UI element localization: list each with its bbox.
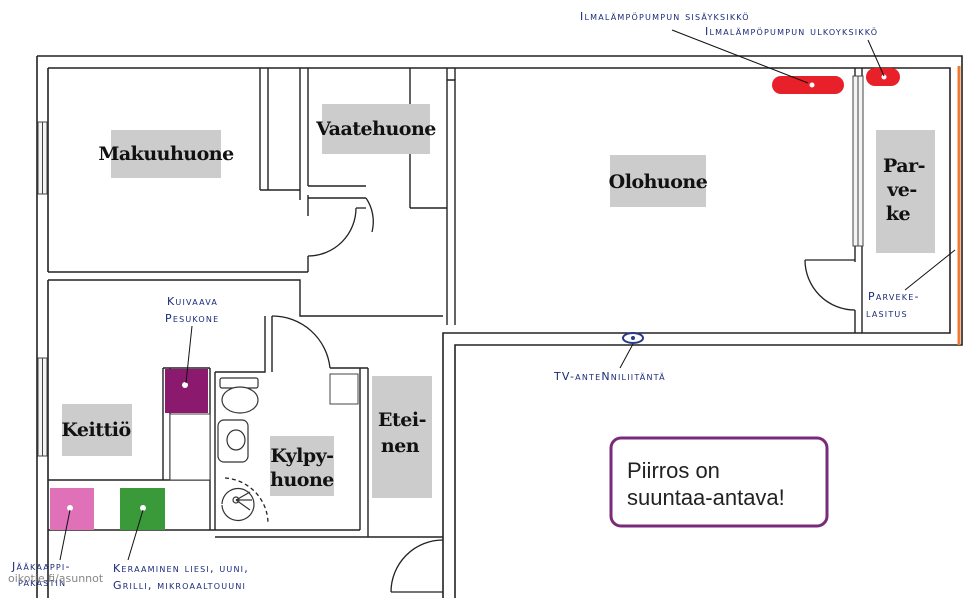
- watermark: oikotie.fi/asunnot: [8, 572, 104, 585]
- label-olohuone: Olohuone: [609, 171, 708, 193]
- annotation-stove-2: Grilli, mikroaaltouuni: [113, 579, 246, 592]
- label-box-keittio: [62, 404, 132, 456]
- heat-pump-indoor-dot: [809, 82, 815, 88]
- note-box: [609, 436, 829, 528]
- shower: [221, 487, 255, 522]
- label-vaatehuone: Vaatehuone: [315, 118, 436, 140]
- label-keittio: Keittiö: [61, 419, 130, 441]
- window-makuuhuone: [37, 121, 48, 195]
- label-box-makuuhuone: [111, 130, 221, 178]
- washer-dryer-dot: [182, 382, 188, 388]
- annotation-heat-pump-outdoor: Ilmalämpöpumpun ulkoyksikkö: [705, 25, 878, 38]
- note-line-1: Piirros on: [627, 458, 720, 483]
- annotation-balcony-glazing-2: lasitus: [866, 307, 908, 320]
- label-box-vaatehuone: [322, 104, 430, 154]
- interior-walls: [48, 68, 863, 538]
- sink: [217, 419, 249, 463]
- annotation-fridge-2: pakastin: [18, 576, 66, 589]
- heat-pump-indoor-unit: [772, 76, 844, 94]
- annotation-dryer-washer-1: Kuivaava: [167, 295, 218, 308]
- kitchen-cabinets: [169, 413, 211, 481]
- note-line-2: suuntaa-antava!: [627, 485, 785, 510]
- outer-walls: [36, 55, 963, 598]
- annotation-heat-pump-indoor: Ilmalämpöpumpun sisäyksikkö: [580, 10, 750, 23]
- stove-dot: [140, 505, 146, 511]
- annotation-stove-1: Keraaminen liesi, uuni,: [113, 562, 249, 575]
- toilet: [219, 377, 259, 414]
- label-box-olohuone: [610, 155, 706, 207]
- heat-pump-outdoor-dot: [881, 74, 887, 80]
- annotation-tv-antenna: TV-anteNniliitäntä: [553, 370, 666, 383]
- label-kylpyhuone-1: Kylpy-: [270, 445, 333, 467]
- label-makuuhuone: Makuuhuone: [98, 143, 234, 165]
- label-eteinen-1: Etei-: [378, 409, 426, 431]
- annotation-dryer-washer-2: Pesukone: [165, 312, 219, 325]
- label-eteinen-2: nen: [381, 435, 420, 457]
- balcony-door-frame: [852, 75, 864, 247]
- door-swings: [224, 197, 856, 593]
- annotation-balcony-glazing-1: Parveke-: [868, 290, 920, 303]
- annotation-fridge-1: Jääkaappi-: [11, 560, 71, 573]
- label-kylpyhuone-2: huone: [270, 469, 334, 491]
- label-box-kylpyhuone: [270, 436, 334, 496]
- label-parveke-1: Par-: [883, 155, 925, 177]
- fridge-dot: [67, 505, 73, 511]
- bathroom-cabinet: [329, 373, 359, 405]
- window-keittio: [37, 357, 48, 457]
- label-parveke-3: ke: [886, 203, 911, 225]
- label-box-eteinen: [372, 376, 432, 498]
- tv-antenna-socket-dot: [631, 336, 635, 340]
- label-box-parveke: [876, 130, 935, 253]
- label-parveke-2: ve-: [886, 179, 917, 201]
- leader-lines: [59, 29, 956, 561]
